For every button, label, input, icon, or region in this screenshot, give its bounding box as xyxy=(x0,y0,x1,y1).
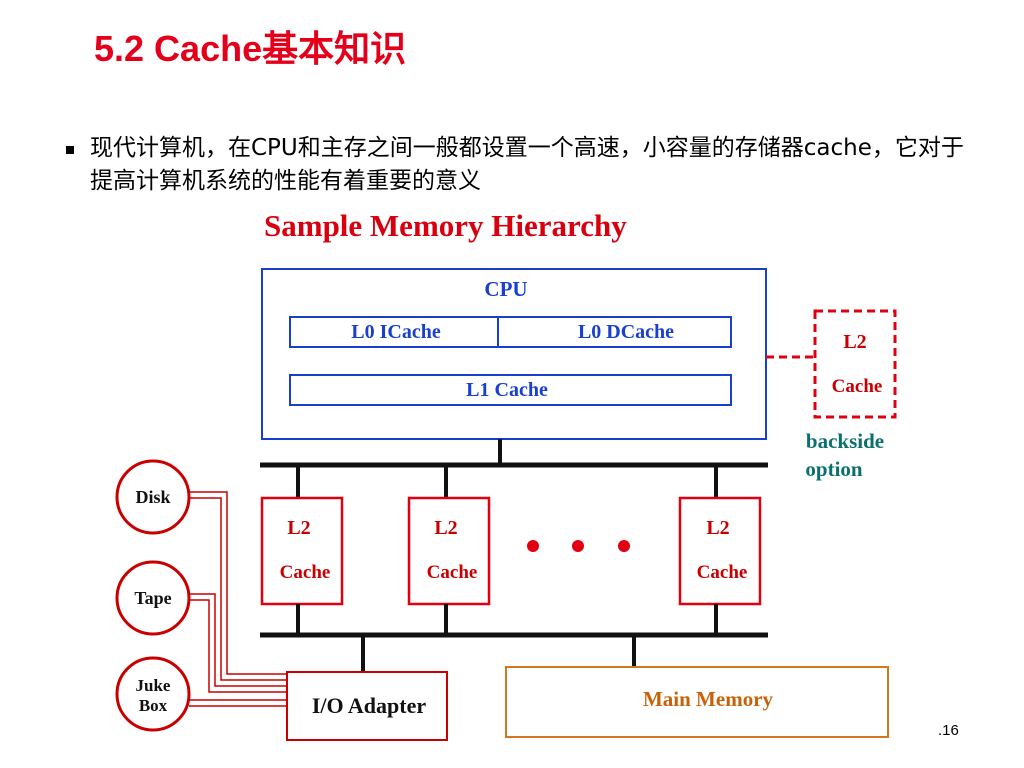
diagram-heading: Sample Memory Hierarchy xyxy=(264,208,627,243)
l2-cache-2: L2 Cache xyxy=(407,465,491,635)
main-memory-box xyxy=(505,666,889,738)
tape-device: Tape xyxy=(115,560,191,636)
backside-note-line1: backside xyxy=(806,429,884,453)
l2-cache-2-top: L2 xyxy=(434,517,457,539)
tape-label: Tape xyxy=(134,588,171,608)
l2-cache-3: L2 Cache xyxy=(678,465,762,635)
l2-cache-1-bottom: Cache xyxy=(280,562,331,583)
l0-icache-label: L0 ICache xyxy=(351,321,441,343)
jukebox-label-line1: Juke xyxy=(136,676,171,695)
bullet-text: 现代计算机，在CPU和主存之间一般都设置一个高速，小容量的存储器cache，它对… xyxy=(90,135,964,194)
ellipsis-dot xyxy=(527,540,539,552)
tape-wire xyxy=(189,593,287,687)
disk-device: Disk xyxy=(115,459,191,535)
cpu-label: CPU xyxy=(484,277,527,301)
cpu-box xyxy=(261,268,767,440)
jukebox-device: Juke Box xyxy=(115,656,191,732)
l2-cache-1-top: L2 xyxy=(287,517,310,539)
disk-wire-inner xyxy=(189,497,287,681)
backside-l2-box xyxy=(813,309,897,419)
io-adapter-box xyxy=(286,671,448,741)
l0-dcache-box xyxy=(497,316,732,348)
main-memory-label: Main Memory xyxy=(643,687,774,711)
l1-cache-label: L1 Cache xyxy=(466,379,548,401)
l2-cache-1: L2 Cache xyxy=(260,465,344,635)
ellipsis-dot xyxy=(618,540,630,552)
l2-cache-2-bottom: Cache xyxy=(427,562,478,583)
io-adapter-label: I/O Adapter xyxy=(312,693,427,718)
l1-cache-box xyxy=(289,374,732,406)
tape-wire-inner xyxy=(189,599,287,693)
disk-wire xyxy=(189,491,287,675)
page-number: .16 xyxy=(938,722,959,739)
l2-cache-3-bottom: Cache xyxy=(697,562,748,583)
backside-l2-bottom: Cache xyxy=(832,376,883,397)
backside-note-line2: option xyxy=(805,457,863,481)
disk-label: Disk xyxy=(135,487,170,507)
l2-cache-3-top: L2 xyxy=(706,517,729,539)
l0-dcache-label: L0 DCache xyxy=(578,321,674,343)
bullet-marker xyxy=(66,146,74,154)
ellipsis-dot xyxy=(572,540,584,552)
jukebox-label-line2: Box xyxy=(139,696,168,715)
page-title: 5.2 Cache基本知识 xyxy=(94,28,407,69)
backside-l2-top: L2 xyxy=(843,331,866,353)
